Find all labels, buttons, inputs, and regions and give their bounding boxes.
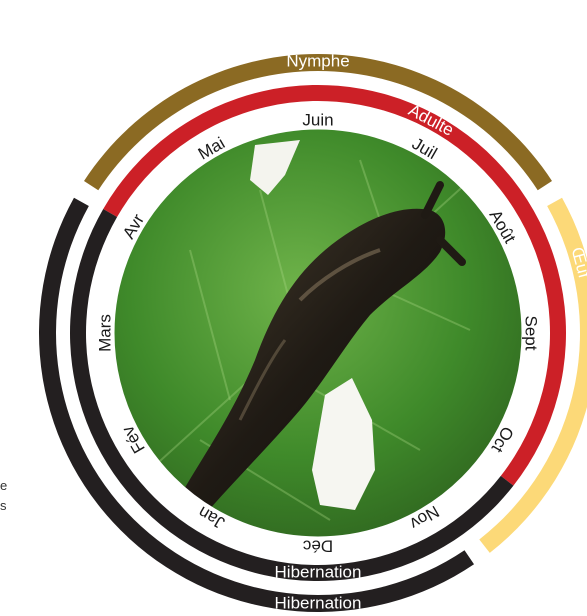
month-label: Sept [522, 316, 541, 351]
side-text-2: s [0, 498, 7, 513]
month-label: Déc [302, 537, 333, 556]
side-text-1: e [0, 478, 7, 493]
hibernation-inner-label: Hibernation [275, 562, 362, 581]
month-label: Mars [95, 314, 114, 352]
month-label: Juin [302, 110, 333, 129]
hibernation-outer-label: Hibernation [275, 593, 362, 612]
nymphe-label: Nymphe [286, 51, 349, 70]
